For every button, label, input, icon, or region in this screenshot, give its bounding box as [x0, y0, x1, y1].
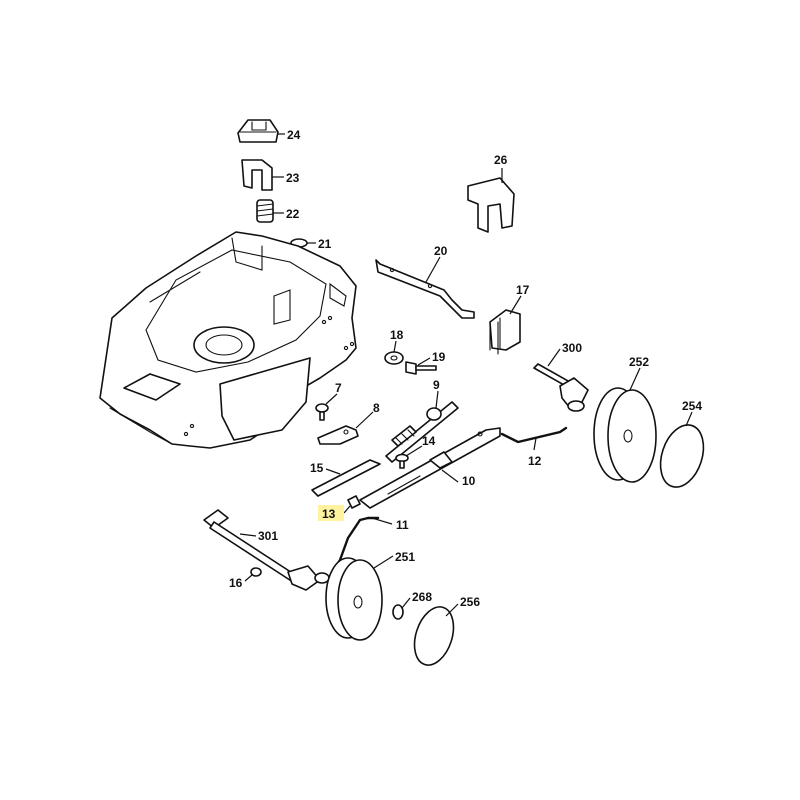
part-24-cap [237, 119, 279, 143]
leader-lines [239, 133, 693, 617]
part-13-clip [347, 495, 361, 509]
callout-21: 21 [318, 237, 332, 251]
callout-7: 7 [335, 381, 342, 395]
mower-deck-housing [99, 231, 357, 449]
part-18-washer [384, 351, 404, 365]
callout-254: 254 [682, 399, 702, 413]
part-23-bracket [241, 159, 273, 191]
callout-251: 251 [395, 550, 415, 564]
callout-24: 24 [287, 128, 301, 142]
callout-12: 12 [528, 454, 542, 468]
callout-19: 19 [432, 350, 446, 364]
callout-268: 268 [412, 590, 432, 604]
part-16-nut [250, 567, 262, 577]
part-10-lever-bar [359, 427, 501, 509]
callout-26: 26 [494, 153, 508, 167]
part-254-hub-cap [659, 424, 705, 488]
part-8-clip [317, 425, 359, 445]
part-252-rear-wheel [593, 387, 657, 483]
part-15-rod [311, 459, 381, 497]
callout-18: 18 [390, 328, 404, 342]
part-22-spring [256, 199, 274, 223]
part-268-washer [392, 604, 404, 620]
part-256-hub-cap [413, 606, 455, 666]
callout-13: 13 [322, 507, 336, 521]
callout-17: 17 [516, 283, 530, 297]
callout-9: 9 [433, 378, 440, 392]
callout-11: 11 [396, 518, 409, 532]
part-9-spring-rod [385, 401, 459, 463]
callout-16: 16 [229, 576, 243, 590]
part-20-rod [375, 259, 475, 319]
callout-labels: 24 23 22 21 26 20 17 18 19 300 252 254 7… [229, 128, 702, 609]
part-17-hinge [489, 309, 521, 355]
part-7-screw [315, 403, 329, 421]
part-12-wire [500, 426, 568, 444]
callout-14: 14 [422, 434, 436, 448]
callout-23: 23 [286, 171, 300, 185]
callout-256: 256 [460, 595, 480, 609]
part-300-rear-axle [533, 363, 589, 412]
callout-300: 300 [562, 341, 582, 355]
callout-15: 15 [310, 461, 324, 475]
part-26-plate [467, 177, 515, 233]
part-14-screw [395, 453, 409, 469]
callout-252: 252 [629, 355, 649, 369]
callout-22: 22 [286, 207, 300, 221]
callout-10: 10 [462, 474, 476, 488]
callout-8: 8 [373, 401, 380, 415]
part-19-bolt [405, 361, 437, 375]
callout-20: 20 [434, 244, 448, 258]
callout-301: 301 [258, 529, 278, 543]
part-301-front-axle [203, 509, 330, 591]
part-251-front-wheel [325, 557, 383, 641]
callout-13-highlight [318, 505, 344, 521]
